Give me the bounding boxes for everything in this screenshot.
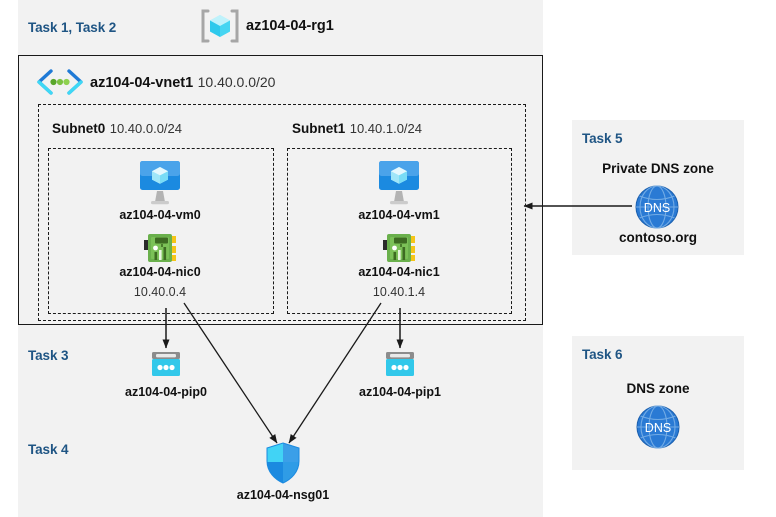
resource-group-name: az104-04-rg1	[246, 18, 334, 34]
network-security-group-icon	[264, 441, 302, 485]
subnet0-header: Subnet0 10.40.0.0/24	[52, 120, 182, 138]
vnet-name: az104-04-vnet1	[90, 75, 194, 91]
task-label-4: Task 4	[28, 442, 69, 457]
vnet-cidr: 10.40.0.0/20	[197, 74, 276, 90]
vm1-label: az104-04-vm1	[358, 208, 440, 222]
nic1-ip: 10.40.1.4	[372, 285, 426, 299]
subnet1-header: Subnet1 10.40.1.0/24	[292, 120, 422, 138]
network-interface-icon	[142, 231, 178, 265]
dns-icon-text: DNS	[644, 201, 670, 215]
task-label-3: Task 3	[28, 348, 69, 363]
nsg-label: az104-04-nsg01	[236, 488, 330, 502]
task-label-6: Task 6	[582, 347, 623, 362]
dns-zone-icon: DNS	[632, 184, 682, 230]
pip1-label: az104-04-pip1	[359, 385, 441, 399]
resource-group-icon	[199, 8, 241, 44]
vm0-label: az104-04-vm0	[119, 208, 201, 222]
vnet-container	[18, 55, 543, 325]
subnet1-cidr: 10.40.1.0/24	[349, 121, 423, 136]
pip0-label: az104-04-pip0	[125, 385, 207, 399]
subnet0-box	[48, 148, 274, 314]
public-ip-address-icon	[384, 350, 416, 378]
vnet-header: az104-04-vnet1 10.40.0.0/20	[90, 74, 275, 92]
public-ip-address-icon	[150, 350, 182, 378]
subnets-container	[38, 104, 526, 321]
subnet0-cidr: 10.40.0.0/24	[109, 121, 183, 136]
dns-zone-icon: DNS	[633, 404, 683, 450]
private-dns-zone-title: Private DNS zone	[602, 161, 714, 176]
dns-zone-title: DNS zone	[626, 381, 690, 396]
task-label-5: Task 5	[582, 131, 623, 146]
nic0-label: az104-04-nic0	[119, 265, 201, 279]
dns-icon-text: DNS	[645, 421, 671, 435]
nic1-label: az104-04-nic1	[358, 265, 440, 279]
nic0-ip: 10.40.0.4	[133, 285, 187, 299]
virtual-machine-icon	[134, 158, 186, 206]
task-label-1-2: Task 1, Task 2	[28, 20, 117, 35]
network-interface-icon	[381, 231, 417, 265]
virtual-machine-icon	[373, 158, 425, 206]
task3-panel	[18, 336, 543, 404]
subnet0-name: Subnet0	[52, 121, 106, 136]
private-dns-zone-name: contoso.org	[619, 230, 697, 245]
subnet1-name: Subnet1	[292, 121, 346, 136]
virtual-network-icon	[35, 68, 85, 96]
